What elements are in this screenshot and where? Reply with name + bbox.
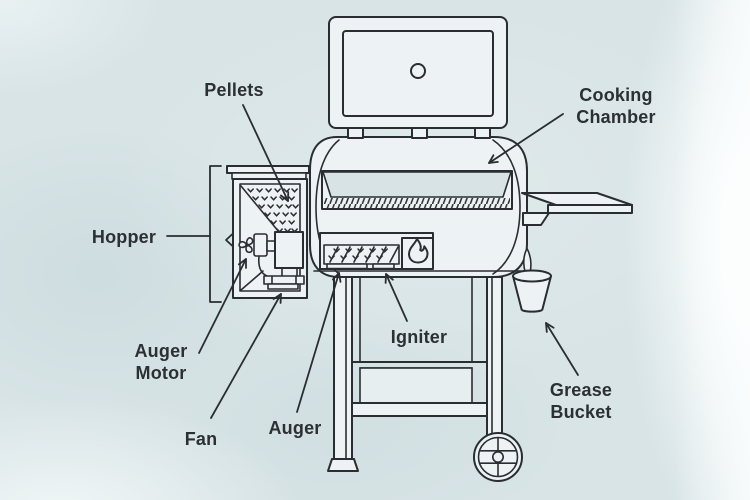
annotations bbox=[166, 104, 579, 419]
auger-motor-front bbox=[253, 233, 268, 257]
auger-motor-box bbox=[274, 231, 304, 269]
label-cooking-chamber-line1: Cooking bbox=[579, 85, 653, 105]
bottom-shelf-panel bbox=[359, 367, 473, 404]
auger-screw bbox=[323, 244, 400, 270]
label-grease-bucket: Grease Bucket bbox=[538, 379, 624, 423]
label-cooking-chamber: Cooking Chamber bbox=[556, 84, 676, 128]
cooking-grate bbox=[324, 198, 510, 208]
hopper-funnel-wall bbox=[240, 185, 280, 233]
label-cooking-chamber-line2: Chamber bbox=[576, 107, 656, 127]
left-leg bbox=[327, 276, 359, 472]
label-fan: Fan bbox=[184, 429, 218, 449]
fan-arrow bbox=[210, 293, 282, 419]
label-auger-motor-line1: Auger bbox=[134, 341, 188, 361]
side-shelf bbox=[521, 192, 633, 226]
left-leg-foot bbox=[327, 458, 359, 472]
lid-vent-icon bbox=[410, 63, 426, 79]
auger-arrow bbox=[296, 272, 342, 413]
auger-duct bbox=[257, 255, 268, 277]
hopper-assembly bbox=[226, 165, 310, 299]
igniter-arrow bbox=[384, 273, 408, 322]
label-auger-motor-line2: Motor bbox=[135, 363, 187, 383]
cart-frame bbox=[351, 276, 488, 417]
label-grease-bucket-line2: Bucket bbox=[550, 402, 612, 422]
flame-icon bbox=[408, 238, 429, 264]
hopper-chevron bbox=[225, 232, 234, 248]
auger-tube-flange bbox=[263, 275, 305, 285]
pellets-arrow bbox=[242, 104, 290, 202]
right-leg bbox=[486, 276, 503, 448]
wheel bbox=[473, 432, 523, 482]
hopper-bracket bbox=[209, 165, 222, 303]
igniter-strip-left bbox=[326, 263, 368, 270]
chamber-opening bbox=[321, 170, 513, 210]
grill-lid bbox=[328, 16, 508, 139]
grease-bucket-arrow bbox=[545, 322, 579, 376]
label-auger: Auger bbox=[268, 418, 322, 438]
grease-bucket bbox=[512, 269, 552, 313]
bottom-rail bbox=[351, 402, 488, 417]
hopper-lid bbox=[226, 165, 310, 174]
label-auger-motor: Auger Motor bbox=[119, 340, 203, 384]
opening-back-wall bbox=[322, 171, 512, 198]
shelf-bracket bbox=[522, 212, 550, 226]
label-grease-bucket-line1: Grease bbox=[549, 380, 613, 400]
label-pellets: Pellets bbox=[204, 80, 264, 100]
wheel-hub bbox=[491, 450, 504, 463]
cooking-chamber-arrow bbox=[488, 113, 564, 164]
firepot-window bbox=[319, 232, 434, 270]
igniter-strip-right bbox=[372, 263, 395, 270]
motor-coupler bbox=[266, 240, 276, 252]
fan-pinwheel bbox=[238, 237, 254, 254]
auger-motor-arrow bbox=[198, 258, 247, 354]
label-hopper: Hopper bbox=[91, 227, 157, 247]
label-igniter: Igniter bbox=[390, 327, 448, 347]
